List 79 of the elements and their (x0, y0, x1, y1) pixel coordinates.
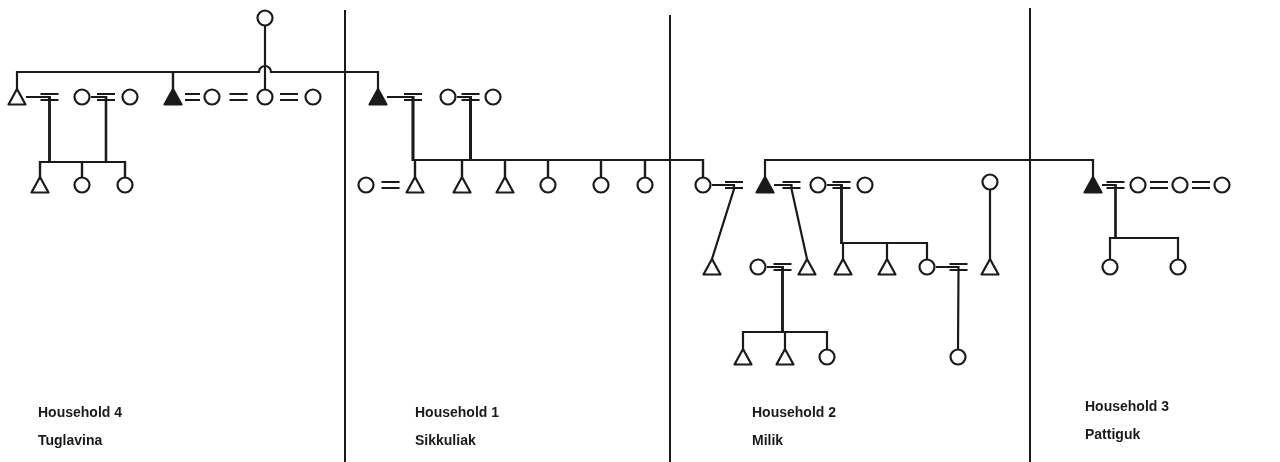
family-name: Milik (752, 432, 784, 449)
filled-triangle-symbol (1083, 175, 1103, 195)
descent-line (827, 183, 929, 259)
triangle-symbol (495, 175, 515, 195)
triangle-symbol (405, 175, 425, 195)
marriage-sign (278, 92, 300, 102)
circle-symbol (1100, 257, 1120, 277)
triangle-symbol (733, 347, 753, 367)
family-name: Tuglavina (38, 432, 103, 449)
circle-symbol (1170, 175, 1190, 195)
circle-symbol (748, 257, 768, 277)
marriage-sign (1190, 180, 1212, 190)
triangle-symbol (775, 347, 795, 367)
sibling-line (171, 65, 380, 89)
circle-symbol (693, 175, 713, 195)
descent-line (936, 265, 960, 349)
triangle-symbol (877, 257, 897, 277)
circle-symbol (202, 87, 222, 107)
circle-symbol (255, 8, 275, 28)
filled-triangle-symbol (368, 87, 388, 107)
circle-symbol (635, 175, 655, 195)
descent-line (1102, 183, 1180, 259)
household-label: Household 2 (752, 404, 836, 421)
filled-triangle-symbol (163, 87, 183, 107)
circle-symbol (115, 175, 135, 195)
descent-line (988, 190, 992, 259)
household-label: Household 4 (38, 404, 122, 421)
marriage-sign (781, 180, 802, 190)
triangle-symbol (452, 175, 472, 195)
circle-symbol (1128, 175, 1148, 195)
marriage-sign (228, 92, 249, 102)
circle-symbol (255, 87, 275, 107)
circle-symbol (1168, 257, 1188, 277)
marriage-sign (1148, 180, 1170, 190)
circle-symbol (120, 87, 140, 107)
family-name: Pattiguk (1085, 426, 1141, 443)
marriage-sign (380, 180, 401, 190)
descent-line (767, 265, 829, 349)
descent-line (91, 95, 127, 177)
circle-symbol (1212, 175, 1232, 195)
marriage-sign (402, 92, 424, 102)
circle-symbol (980, 172, 1000, 192)
triangle-symbol (797, 257, 817, 277)
triangle-symbol (7, 87, 27, 107)
circle-symbol (303, 87, 323, 107)
circle-symbol (855, 175, 875, 195)
circle-symbol (356, 175, 376, 195)
circle-symbol (591, 175, 611, 195)
marriage-sign (948, 262, 969, 272)
marriage-sign (460, 92, 481, 102)
household-label: Household 1 (415, 404, 499, 421)
marriage-sign (39, 92, 60, 102)
descent-line (263, 26, 267, 89)
circle-symbol (72, 175, 92, 195)
circle-symbol (483, 87, 503, 107)
descent-line (710, 183, 736, 260)
circle-symbol (917, 257, 937, 277)
circle-symbol (808, 175, 828, 195)
marriage-sign (95, 92, 117, 102)
circle-symbol (817, 347, 837, 367)
circle-symbol (438, 87, 458, 107)
triangle-symbol (30, 175, 50, 195)
marriage-sign (831, 180, 852, 190)
triangle-symbol (833, 257, 853, 277)
marriage-sign (772, 262, 793, 272)
marriage-sign (1105, 180, 1126, 190)
descent-line (774, 183, 809, 260)
marriage-sign (723, 180, 745, 190)
filled-triangle-symbol (755, 175, 775, 195)
sibling-line (763, 158, 1095, 177)
household-label: Household 3 (1085, 398, 1169, 415)
triangle-symbol (702, 257, 722, 277)
circle-symbol (72, 87, 92, 107)
circle-symbol (538, 175, 558, 195)
family-name: Sikkuliak (415, 432, 476, 449)
circle-symbol (948, 347, 968, 367)
sibling-line (15, 70, 175, 89)
marriage-sign (183, 92, 202, 102)
triangle-symbol (980, 257, 1000, 277)
